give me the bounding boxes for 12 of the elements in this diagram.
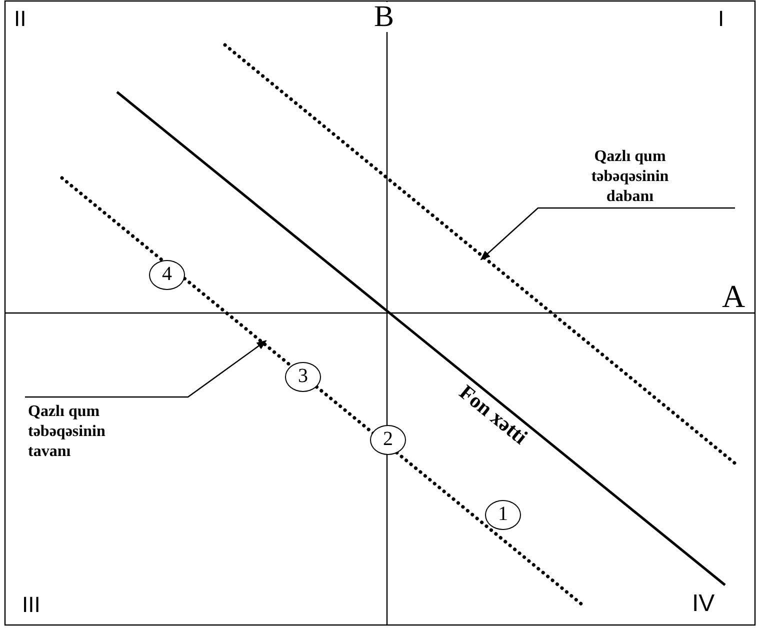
callout-number: 2 xyxy=(370,425,406,455)
callout-text: Qazlı qum təbəqəsinin dabanı xyxy=(574,147,686,207)
axis-label: B xyxy=(374,2,394,32)
leader-line xyxy=(24,340,267,398)
quadrant-numeral: III xyxy=(22,592,40,618)
quadrant-numeral: II xyxy=(14,6,26,32)
callout-number: 3 xyxy=(285,362,321,392)
callout-text: Qazlı qum təbəqəsinin tavanı xyxy=(28,398,138,462)
quadrant-numeral: I xyxy=(718,6,724,32)
leader-line xyxy=(480,207,736,260)
line-label: Fon xətti xyxy=(454,380,532,450)
quadrant-numeral: IV xyxy=(692,590,715,618)
